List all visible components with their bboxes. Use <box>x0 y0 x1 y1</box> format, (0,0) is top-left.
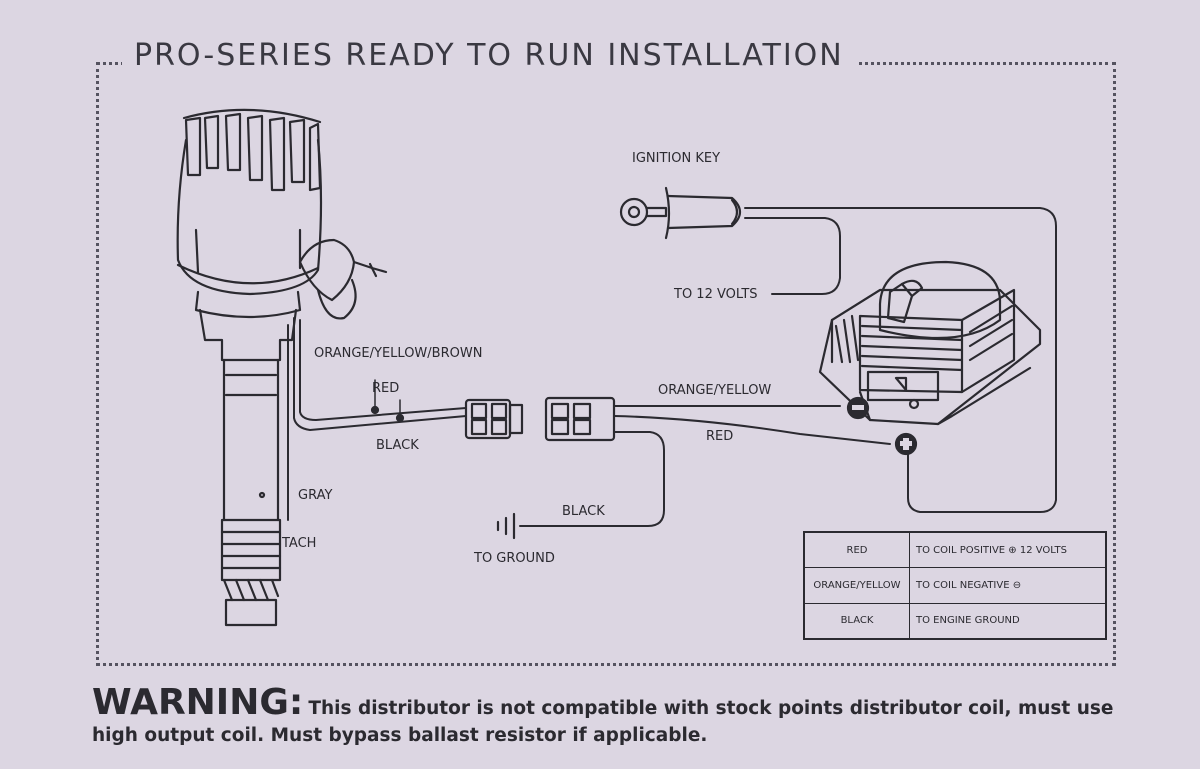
label-red-right: RED <box>706 429 733 444</box>
wire-connection-cell: TO COIL NEGATIVE ⊖ <box>909 567 1107 604</box>
label-gray: GRAY <box>298 488 332 503</box>
wire-connector-female <box>544 396 616 442</box>
label-orange-yellow-brown: ORANGE/YELLOW/BROWN <box>314 346 482 361</box>
wire-legend-table: RED TO COIL POSITIVE ⊕ 12 VOLTS ORANGE/Y… <box>803 531 1107 640</box>
warning-heading: WARNING: <box>92 682 304 723</box>
table-row: BLACK TO ENGINE GROUND <box>803 602 1107 640</box>
label-black-left: BLACK <box>376 438 419 453</box>
wire-connection-cell: TO ENGINE GROUND <box>909 602 1107 640</box>
table-row: ORANGE/YELLOW TO COIL NEGATIVE ⊖ <box>803 567 1107 604</box>
wire-color-cell: ORANGE/YELLOW <box>803 567 910 604</box>
label-black-ground: BLACK <box>562 504 605 519</box>
distributor-icon <box>176 108 388 627</box>
table-row: RED TO COIL POSITIVE ⊕ 12 VOLTS <box>803 531 1107 569</box>
wire-color-cell: BLACK <box>803 602 910 640</box>
wire-color-cell: RED <box>803 531 910 569</box>
wire-connection-cell: TO COIL POSITIVE ⊕ 12 VOLTS <box>909 531 1107 569</box>
label-to-12-volts: TO 12 VOLTS <box>673 287 758 302</box>
label-orange-yellow: ORANGE/YELLOW <box>658 383 771 398</box>
label-tach: TACH <box>281 536 316 551</box>
ignition-key-icon <box>619 186 742 240</box>
warning-text-line2: high output coil. Must bypass ballast re… <box>92 725 708 746</box>
label-to-ground: TO GROUND <box>473 551 555 566</box>
wire-connector-male <box>464 398 524 440</box>
warning-text-line1: This distributor is not compatible with … <box>308 698 1114 719</box>
diagram-title: PRO-SERIES READY TO RUN INSTALLATION <box>122 38 856 73</box>
label-ignition-key: IGNITION KEY <box>632 151 720 166</box>
label-red-left: RED <box>372 381 399 396</box>
warning-block: WARNING: This distributor is not compati… <box>92 682 1152 746</box>
